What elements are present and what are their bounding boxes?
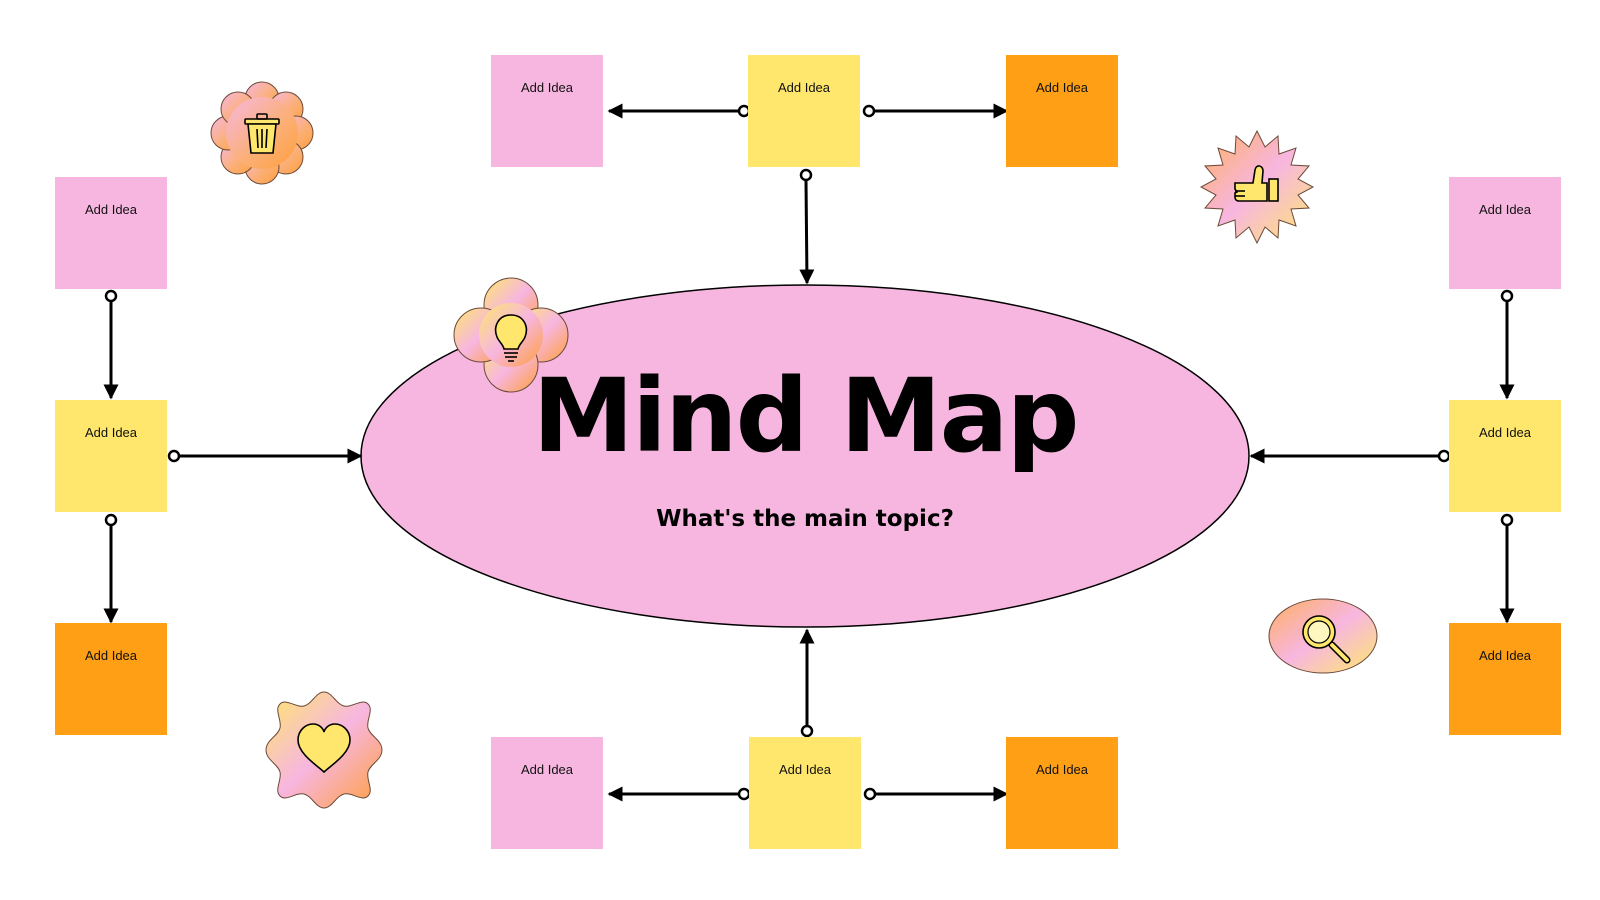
- idea-note-bottom-left[interactable]: Add Idea: [491, 737, 603, 849]
- connector-node: [800, 724, 814, 738]
- thumbs-up-icon: [1199, 129, 1315, 245]
- connector-node: [863, 787, 877, 801]
- connector-node: [1437, 449, 1451, 463]
- connector-node: [104, 513, 118, 527]
- topic-title[interactable]: Mind Map: [532, 357, 1080, 476]
- idea-note-right-bottom[interactable]: Add Idea: [1449, 623, 1561, 735]
- idea-note-left-middle[interactable]: Add Idea: [55, 400, 167, 512]
- trash-icon: [210, 81, 314, 185]
- idea-note-bottom-center[interactable]: Add Idea: [749, 737, 861, 849]
- main-topic[interactable]: Mind Map What's the main topic?: [361, 284, 1249, 627]
- magnifier-icon: [1268, 598, 1378, 674]
- topic-subtitle[interactable]: What's the main topic?: [656, 506, 954, 532]
- idea-note-right-middle[interactable]: Add Idea: [1449, 400, 1561, 512]
- idea-note-top-center[interactable]: Add Idea: [748, 55, 860, 167]
- connector-node: [799, 168, 813, 182]
- connector-node: [862, 104, 876, 118]
- connector-node: [1500, 513, 1514, 527]
- idea-note-left-bottom[interactable]: Add Idea: [55, 623, 167, 735]
- idea-note-top-right[interactable]: Add Idea: [1006, 55, 1118, 167]
- connector-node: [104, 289, 118, 303]
- connector-node: [1500, 289, 1514, 303]
- connector-node: [737, 787, 751, 801]
- connector-node: [167, 449, 181, 463]
- idea-note-bottom-right[interactable]: Add Idea: [1006, 737, 1118, 849]
- connector-top: [799, 180, 815, 285]
- lightbulb-icon: [453, 277, 569, 393]
- connectors: [103, 103, 1515, 802]
- idea-note-right-top[interactable]: Add Idea: [1449, 177, 1561, 289]
- idea-note-top-left[interactable]: Add Idea: [491, 55, 603, 167]
- idea-note-left-top[interactable]: Add Idea: [55, 177, 167, 289]
- heart-icon: [265, 691, 383, 809]
